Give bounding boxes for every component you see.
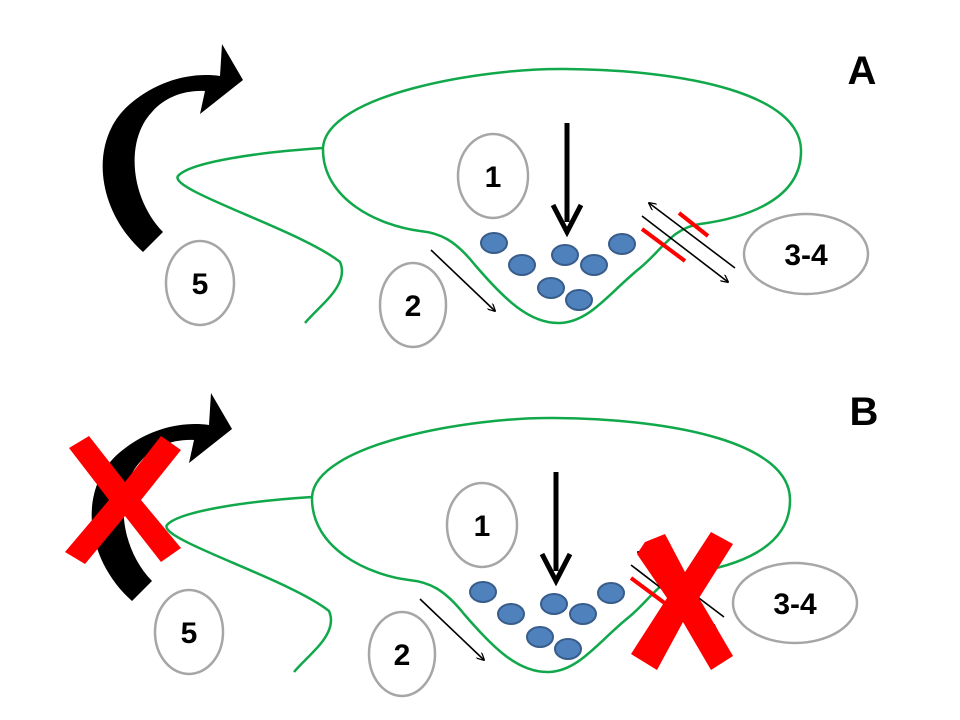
step-2-label: 2 <box>394 639 411 672</box>
step-2-label: 2 <box>405 290 422 323</box>
step-5-label: 5 <box>192 268 209 301</box>
panel-a: A 1 2 3-4 5 <box>103 44 877 347</box>
panel-letter: A <box>848 49 877 93</box>
step-1-label: 1 <box>474 510 491 543</box>
block-x-step-3-4-icon <box>631 532 733 670</box>
step-1-label: 1 <box>485 161 502 194</box>
step-3-4-label: 3-4 <box>784 239 828 272</box>
panel-letter: B <box>850 390 879 434</box>
panel-b: B 1 2 3-4 5 <box>65 390 878 696</box>
step-5-label: 5 <box>181 617 198 650</box>
block-x-step-5-icon <box>65 436 181 564</box>
step-3-4-label: 3-4 <box>773 588 817 621</box>
